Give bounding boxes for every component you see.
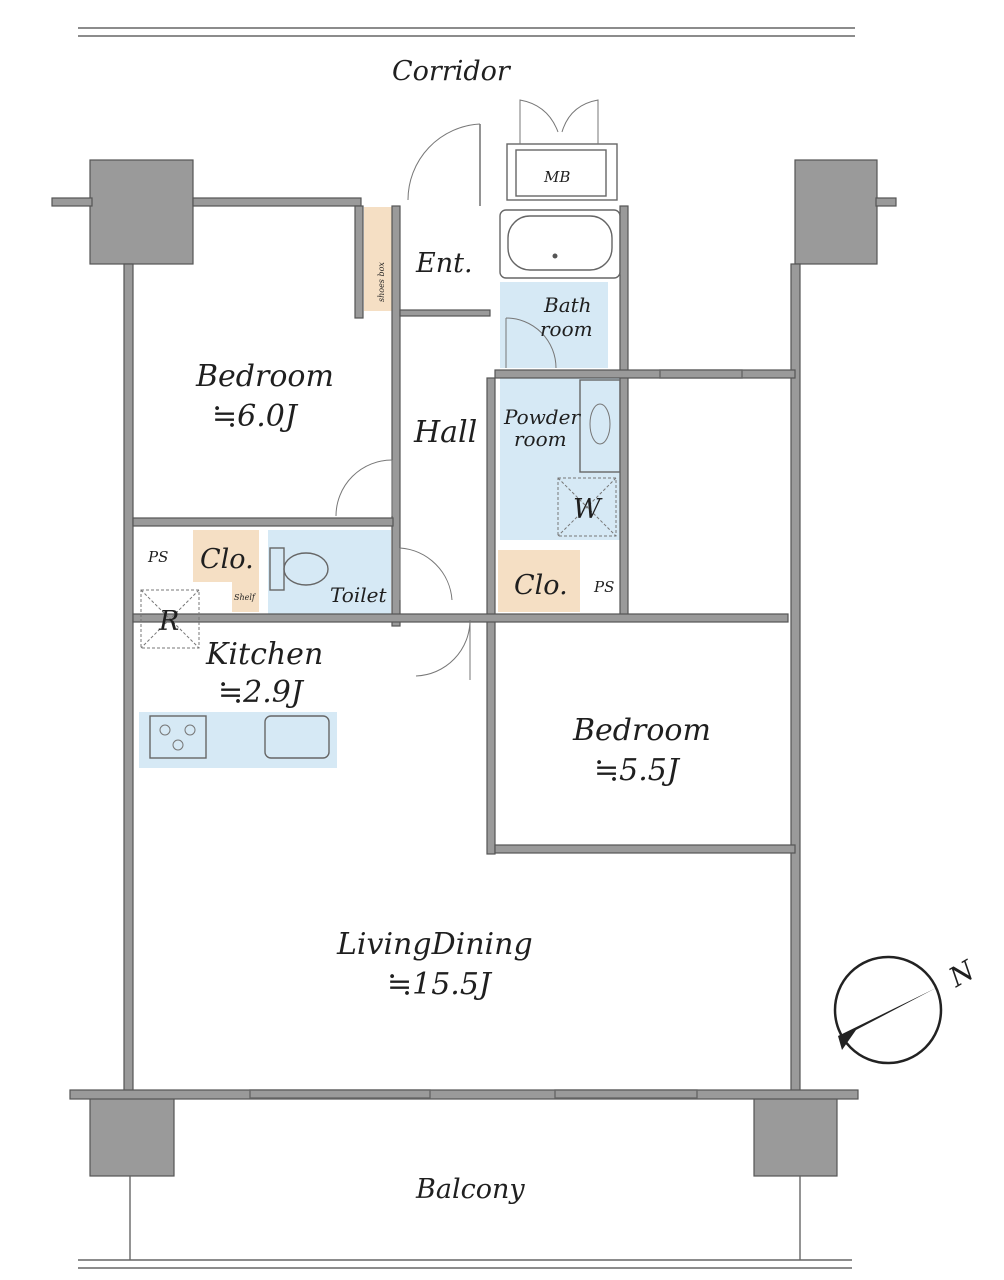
mb-box	[506, 99, 618, 201]
ps-right-label: PS	[593, 578, 614, 596]
bedroom1-size: ≒6.0J	[212, 399, 299, 434]
bedroom1-name: Bedroom	[195, 359, 334, 394]
windows	[249, 369, 743, 1099]
compass-north-label: N	[943, 954, 981, 994]
toilet-fill	[268, 530, 391, 614]
powder-label-1: Powder	[503, 405, 581, 429]
pillar-bottom-right	[753, 1093, 838, 1177]
corridor-label: Corridor	[392, 56, 512, 87]
living-size: ≒15.5J	[387, 967, 493, 1002]
shoes-box-fill	[364, 207, 392, 311]
balcony-label: Balcony	[415, 1174, 525, 1205]
refrigerator-label: R	[158, 606, 179, 637]
appliances	[140, 379, 621, 759]
pillar-top-right	[794, 159, 878, 265]
bath-label-2: room	[540, 317, 593, 341]
kitchen-counter-fill	[139, 712, 337, 768]
bedroom2-size: ≒5.5J	[594, 753, 681, 788]
closet-left-label: Clo.	[200, 544, 254, 575]
kitchen-name: Kitchen	[205, 637, 323, 672]
ps-left-label: PS	[147, 548, 168, 566]
kitchen-size: ≒2.9J	[218, 675, 305, 710]
closet-left-fill	[193, 530, 259, 582]
toilet-label: Toilet	[330, 583, 387, 607]
corridor-rails	[78, 27, 855, 37]
door-swings	[335, 317, 557, 680]
washer-label: W	[573, 494, 603, 525]
mb-label: MB	[543, 168, 570, 186]
shelf-label: Shelf	[234, 593, 257, 602]
shelf-fill	[232, 582, 259, 612]
entrance-door	[407, 123, 481, 206]
walls	[51, 159, 897, 1177]
powder-fill	[500, 378, 620, 540]
bedroom2-name: Bedroom	[572, 713, 711, 748]
closet-right-label: Clo.	[514, 570, 568, 601]
living-name: LivingDining	[336, 927, 533, 962]
pillar-bottom-left	[89, 1093, 175, 1177]
closet-right-fill	[498, 550, 580, 612]
shoes-box-label: shoes box	[377, 262, 386, 302]
powder-label-2: room	[514, 427, 567, 451]
pillar-top-left	[89, 159, 194, 265]
entrance-label: Ent.	[415, 248, 473, 279]
bath-label-1: Bath	[543, 293, 592, 317]
compass-icon	[833, 955, 943, 1065]
balcony-rails	[78, 1176, 852, 1269]
hall-label: Hall	[413, 415, 477, 450]
bath-tub	[499, 209, 621, 279]
